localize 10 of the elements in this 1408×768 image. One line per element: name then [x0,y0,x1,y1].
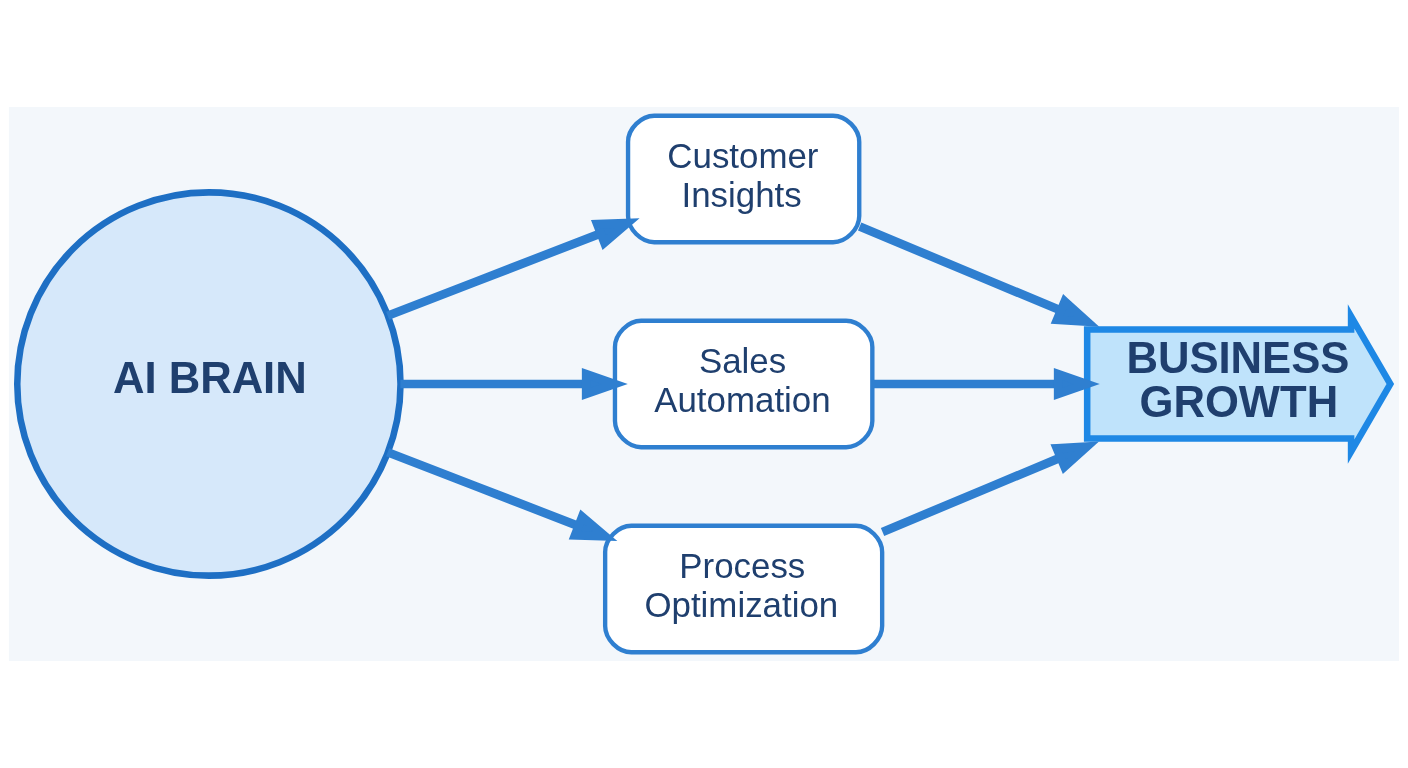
node-circle: AI BRAIN [14,189,404,579]
node-box: Sales Automation [612,318,875,450]
arrow [880,441,1100,536]
node-box: Customer Insights [625,113,862,245]
node-box: Process Optimization [602,523,885,655]
arrow [386,218,640,320]
arrow [857,222,1100,327]
arrow [872,367,1100,401]
arrow [400,367,628,401]
arrow [386,448,618,542]
